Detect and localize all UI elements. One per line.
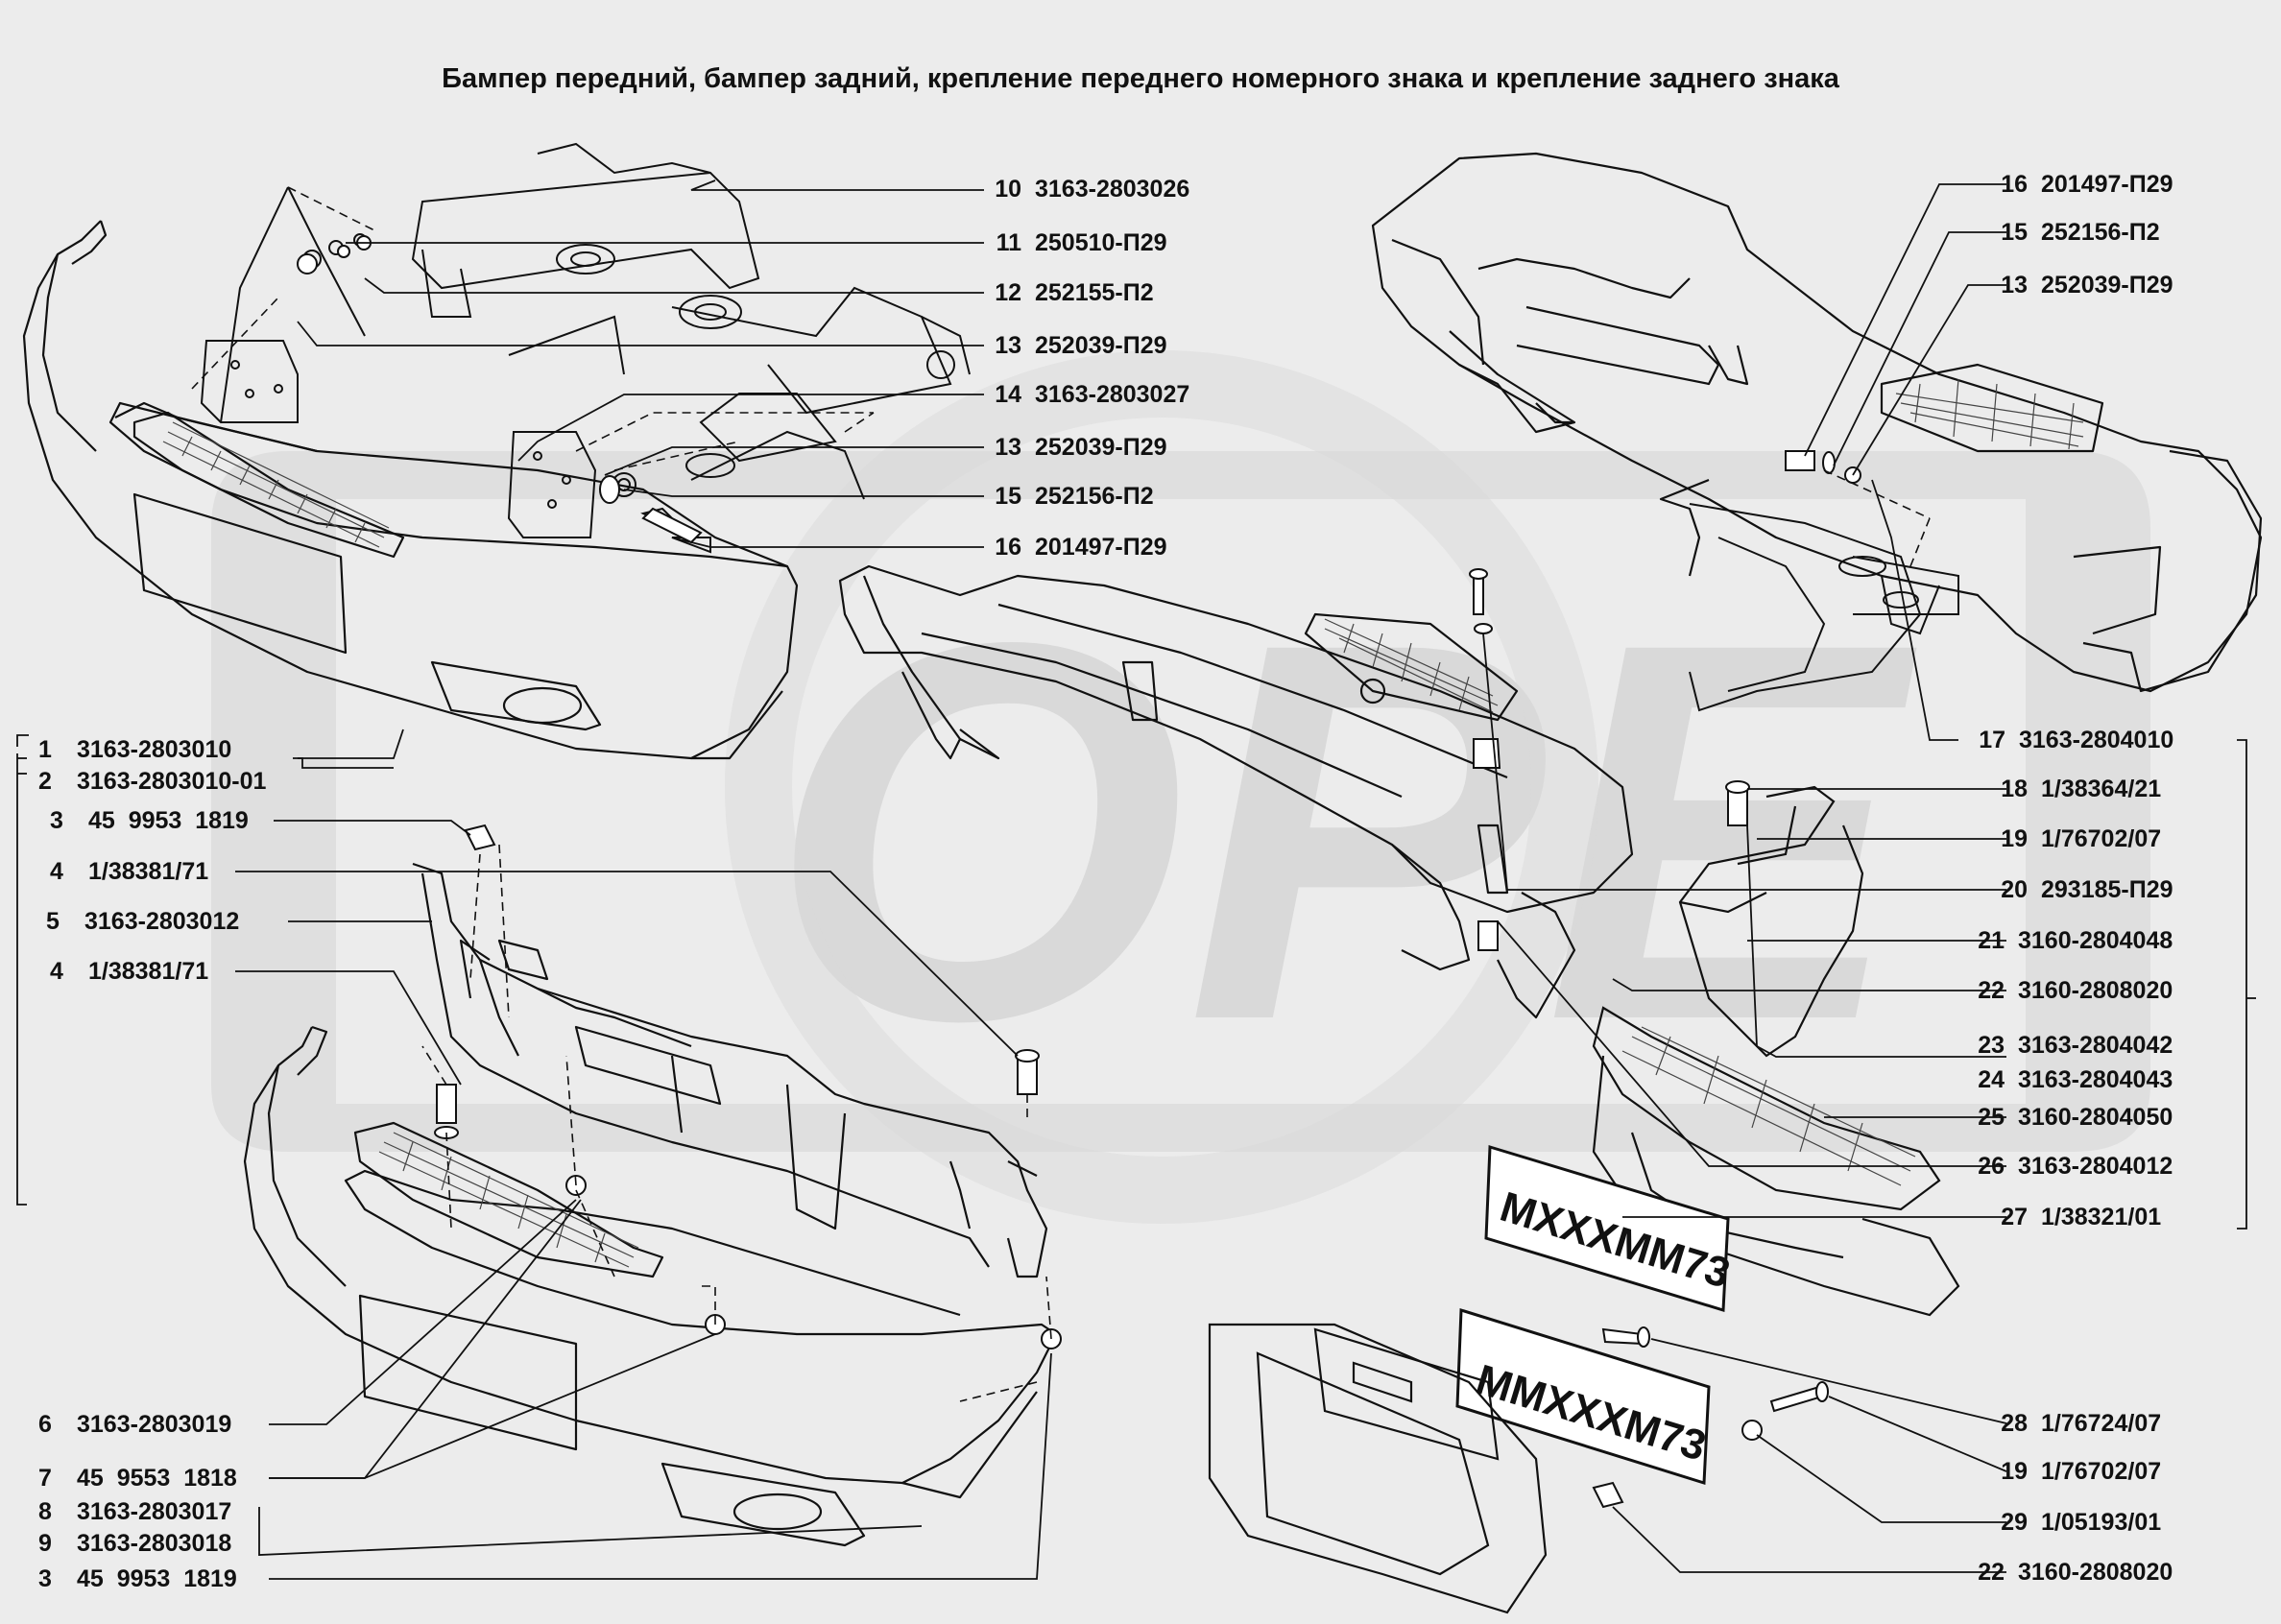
leader-lines	[16, 179, 2256, 1580]
plate-frame-bracket	[1208, 1323, 1548, 1614]
front-lower-fasteners	[434, 824, 1062, 1349]
front-bumper-upper	[22, 220, 799, 760]
watermark-text: OPE	[768, 531, 1923, 1132]
plate-screws	[1592, 1326, 1829, 1509]
license-plate-rear: MMXXXM73	[1455, 1307, 1712, 1486]
rear-right-cap	[1678, 785, 1864, 1058]
front-bolts	[297, 235, 703, 544]
rear-bolts	[1785, 450, 1861, 484]
front-bumper-frame	[412, 862, 1048, 1278]
front-frame-crossmember	[411, 142, 971, 500]
front-bumper-lower	[243, 1025, 1058, 1547]
front-bracket-left	[200, 186, 367, 423]
rear-bumper-assembled	[1371, 152, 2263, 693]
license-plate-front: MXXXMM73	[1484, 1145, 1736, 1312]
rear-bumper-beam	[838, 564, 1634, 1019]
diagram-title: Бампер передний, бампер задний, креплени…	[442, 63, 1839, 94]
rear-lower-grille	[1592, 1006, 1960, 1317]
watermark: OPE	[211, 350, 2150, 1224]
